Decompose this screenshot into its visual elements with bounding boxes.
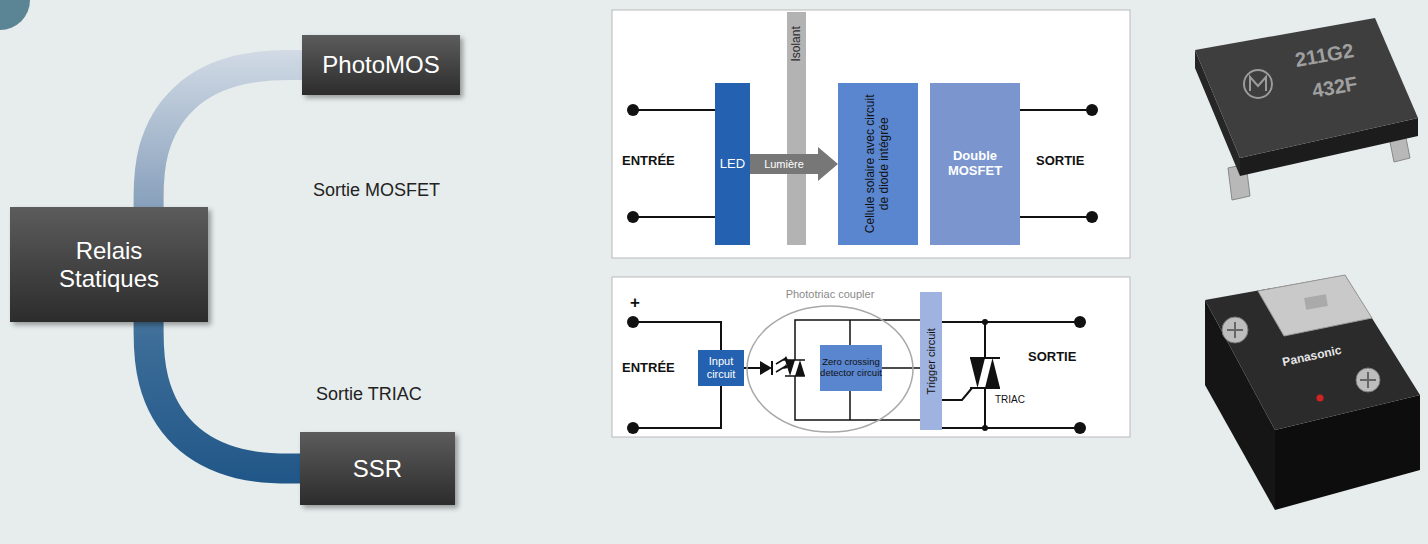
terminal-label: ENTRÉE: [622, 154, 675, 169]
block-label: LED: [720, 157, 745, 172]
coupler-heading: Phototriac coupler: [745, 288, 915, 301]
category-box: Relais Statiques: [10, 207, 208, 322]
insulator-fill: [787, 12, 806, 245]
terminal-label: SORTIE: [1028, 350, 1076, 365]
block-label: Isolant: [790, 14, 804, 74]
ssr-plate: [1258, 275, 1372, 336]
terminal-dot: [627, 422, 639, 434]
coupler-ellipse: Phototriac couplerZero crossing detector…: [745, 288, 915, 434]
terminal-dot: [1086, 211, 1098, 223]
ssr-top: [1205, 275, 1420, 430]
ssr-module: [1205, 275, 1420, 510]
chip-top: [1195, 18, 1418, 158]
led-symbol: [760, 361, 772, 375]
corner-disc: [0, 0, 30, 30]
mosfet-block: Double MOSFET: [930, 83, 1020, 245]
led-symbol: [771, 361, 773, 375]
ssr-screw: [1227, 322, 1243, 338]
ssr-screw: [1222, 317, 1248, 343]
wire: [942, 322, 1080, 428]
terminal-dot: [1086, 104, 1098, 116]
schematic-panel: [612, 10, 1130, 258]
junction-dot: [982, 425, 988, 431]
arrow-head: [818, 147, 838, 181]
terminal-dot: [627, 316, 639, 328]
type-box: PhotoMOS: [302, 35, 460, 95]
chip-logo: [1250, 77, 1266, 91]
block-label: Input circuit: [698, 355, 744, 380]
output-type: Sortie TRIAC: [316, 384, 422, 405]
ssr-led: [1317, 395, 1324, 402]
block-label: Zero crossing detector circuit: [820, 357, 882, 379]
led-block: LED: [715, 83, 750, 245]
type-title: PhotoMOS: [322, 51, 439, 79]
category-title: Relais Statiques: [34, 237, 184, 292]
solar-cell-block: Cellule solaire avec circuit de diode in…: [838, 83, 918, 245]
junction-dot: [982, 319, 988, 325]
detector-block: Zero crossing detector circuit: [820, 345, 882, 391]
input-circuit-block: Input circuit: [698, 350, 744, 386]
connector: [149, 65, 302, 207]
component-label: TRIAC: [995, 394, 1025, 406]
chip-logo: [1244, 70, 1272, 98]
trigger-block: Trigger circuit: [920, 292, 942, 430]
ssr-screw: [1356, 368, 1380, 392]
insulator-bar: Isolant: [787, 12, 806, 245]
output-type: Sortie MOSFET: [313, 180, 440, 201]
terminal-label: ENTRÉE: [622, 361, 675, 376]
connector-line: [149, 322, 300, 469]
type-title: SSR: [353, 455, 402, 483]
terminal-dot: [1074, 422, 1086, 434]
ssr-plate-hole: [1304, 294, 1328, 310]
connector: [882, 368, 920, 369]
schematic-panel: [612, 277, 1130, 437]
triac-symbol: [985, 358, 1000, 388]
type-box: SSR: [300, 432, 455, 505]
photomos-chip: [1195, 18, 1418, 200]
block-label: Trigger circuit: [925, 297, 938, 425]
phototriac-symbol: [785, 360, 795, 376]
block-label: Cellule solaire avec circuit de diode in…: [864, 89, 892, 239]
connector: [149, 322, 300, 469]
triac-symbol: [970, 358, 985, 388]
terminal-dot: [1074, 316, 1086, 328]
connector: [750, 147, 838, 181]
ssr-screw: [1360, 372, 1376, 388]
polarity-mark: +: [630, 293, 640, 313]
connector-line: [149, 65, 302, 207]
terminal-dot: [627, 211, 639, 223]
block-label: Double MOSFET: [930, 149, 1020, 179]
wire: [795, 320, 920, 420]
edge-label: Lumière: [762, 158, 806, 171]
connector-line: [882, 367, 920, 369]
phototriac-symbol: [785, 352, 805, 384]
terminal-label: SORTIE: [1036, 154, 1084, 169]
phototriac-symbol: [795, 360, 805, 376]
connector-line: [750, 154, 818, 174]
triac-symbol: [970, 358, 1000, 388]
terminal-dot: [627, 104, 639, 116]
coupler-outline: [747, 306, 913, 432]
